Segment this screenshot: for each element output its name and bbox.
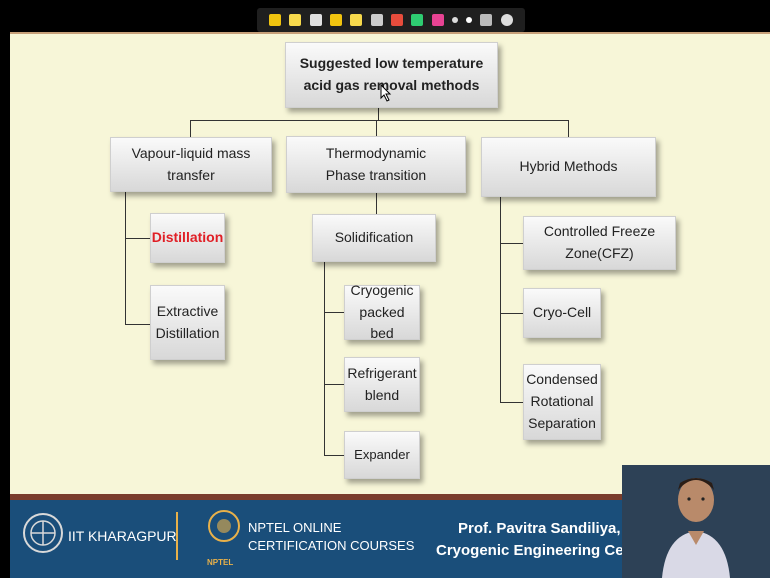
solid-branch-1 — [324, 312, 344, 313]
presenter-video — [622, 465, 770, 578]
cryocell-label: Cryo-Cell — [532, 304, 592, 321]
thermo-to-solid — [376, 192, 377, 214]
footer-stripe — [10, 494, 770, 502]
presenter-image — [622, 465, 770, 578]
node-controlled-freeze-zone: Controlled Freeze Zone(CFZ) — [523, 216, 676, 270]
root-node: Suggested low temperature acid gas remov… — [285, 42, 498, 108]
nptel-line-1: NPTEL ONLINE — [248, 520, 342, 535]
clear-icon[interactable] — [500, 14, 513, 26]
vlm-trunk — [125, 192, 126, 325]
root-line-1: Suggested low temperature — [299, 55, 484, 72]
footer-divider — [176, 512, 178, 560]
node-thermodynamic: Thermodynamic Phase transition — [286, 136, 466, 193]
refrigerant-line-2: blend — [364, 386, 400, 403]
pencil-red-icon[interactable] — [390, 14, 403, 26]
top-bus-line — [190, 120, 568, 121]
root-line-2: acid gas removal methods — [303, 77, 480, 93]
cryogenic-line-1: Cryogenic — [350, 281, 414, 298]
vlm-line-1: Vapour-liquid mass — [131, 144, 251, 161]
hybrid-connector — [568, 120, 569, 137]
whiteboard-icon[interactable] — [480, 14, 493, 26]
pencil-green-icon[interactable] — [411, 14, 424, 26]
thermo-connector — [376, 120, 377, 137]
condensed-line-1: Condensed — [526, 371, 598, 388]
mouse-cursor-icon — [380, 84, 392, 102]
eraser-icon[interactable] — [350, 14, 363, 26]
pointer-icon[interactable] — [269, 14, 282, 26]
thermo-line-1: Thermodynamic — [325, 144, 427, 161]
marker-icon[interactable] — [330, 14, 343, 26]
nptel-line-2: CERTIFICATION COURSES — [248, 538, 415, 553]
node-cryogenic-packed-bed: Cryogenic packed bed — [344, 282, 420, 341]
condensed-line-2: Rotational — [530, 393, 594, 410]
vlm-line-2: transfer — [167, 166, 215, 183]
nptel-logo-text: NPTEL — [207, 558, 234, 567]
screen-icon[interactable] — [370, 14, 383, 26]
condensed-line-3: Separation — [528, 414, 596, 431]
top-rule — [10, 32, 770, 34]
pen-icon[interactable] — [289, 14, 302, 26]
hybrid-branch-3 — [500, 402, 523, 403]
dots-icon[interactable] — [466, 17, 473, 23]
root-connector — [378, 108, 379, 121]
hybrid-label: Hybrid Methods — [519, 158, 618, 175]
institute-name: IIT KHARAGPUR — [68, 528, 177, 544]
extractive-line-1: Extractive — [156, 302, 219, 319]
professor-name: Prof. Pavitra Sandiliya, — [458, 520, 621, 537]
node-vapour-liquid: Vapour-liquid mass transfer — [110, 137, 272, 192]
hybrid-trunk — [500, 197, 501, 403]
solid-branch-2 — [324, 384, 344, 385]
cfz-line-2: Zone(CFZ) — [565, 245, 634, 261]
expander-label: Expander — [354, 446, 410, 462]
node-extractive-distillation: Extractive Distillation — [150, 285, 225, 360]
solidification-label: Solidification — [334, 229, 414, 246]
cryogenic-line-2: packed bed — [359, 303, 405, 342]
refrigerant-line-1: Refrigerant — [347, 364, 417, 381]
node-hybrid: Hybrid Methods — [481, 137, 656, 197]
extractive-line-2: Distillation — [155, 324, 220, 341]
node-refrigerant-blend: Refrigerant blend — [344, 357, 420, 412]
node-distillation: Distillation — [150, 213, 225, 263]
node-solidification: Solidification — [312, 214, 436, 262]
vlm-branch-1 — [125, 238, 150, 239]
cfz-line-1: Controlled Freeze — [543, 223, 656, 240]
solid-branch-3 — [324, 455, 344, 456]
laser-icon[interactable] — [451, 17, 458, 23]
vlm-connector — [190, 120, 191, 137]
node-expander: Expander — [344, 431, 420, 479]
highlighter-icon[interactable] — [309, 14, 322, 26]
hybrid-branch-1 — [500, 243, 523, 244]
hybrid-branch-2 — [500, 313, 523, 314]
iit-kharagpur-logo-icon — [23, 513, 63, 553]
thermo-line-2: Phase transition — [325, 166, 427, 183]
distillation-label: Distillation — [151, 229, 224, 246]
annotation-toolbar — [257, 8, 525, 32]
department-name: Cryogenic Engineering Cen — [436, 542, 633, 559]
vlm-branch-2 — [125, 324, 150, 325]
pencil-pink-icon[interactable] — [431, 14, 444, 26]
solid-trunk — [324, 262, 325, 455]
nptel-logo-icon — [208, 510, 240, 542]
node-condensed-rotational-separation: Condensed Rotational Separation — [523, 364, 601, 440]
node-cryo-cell: Cryo-Cell — [523, 288, 601, 338]
